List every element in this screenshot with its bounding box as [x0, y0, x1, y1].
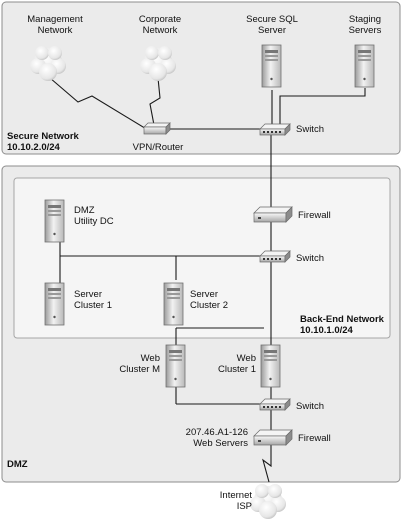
- management-network-label: Management: [27, 14, 83, 25]
- dmz-utility-dc-label: DMZ: [74, 205, 95, 216]
- server-tower-icon: [44, 282, 65, 326]
- server-tower-icon: [163, 282, 184, 326]
- link-corporate-vpn: [149, 77, 161, 126]
- secure-sql-server-label: Secure SQL: [246, 14, 298, 25]
- link-management-vpn: [49, 77, 149, 131]
- management-network-label: Network: [38, 25, 73, 36]
- web-cluster-m-label: Web: [141, 353, 160, 364]
- server-tower-icon: [165, 344, 186, 388]
- firewall-icon: [253, 206, 293, 223]
- secure-network-subnet: 10.10.2.0/24: [7, 142, 61, 153]
- cloud-icon: [250, 484, 286, 519]
- link-staging-switch: [279, 88, 366, 125]
- labels: Management Network Corporate Network Sec…: [7, 14, 385, 512]
- internet-isp-label: ISP: [237, 501, 252, 512]
- dmz-utility-dc-label: Utility DC: [74, 216, 114, 227]
- web-cluster-m-label: Cluster M: [119, 364, 160, 375]
- router-icon: [143, 122, 171, 135]
- server-cluster-2-label: Cluster 2: [190, 300, 228, 311]
- firewall-icon: [253, 429, 293, 446]
- switch-icon: [259, 398, 291, 411]
- secure-network-name: Secure Network: [7, 131, 80, 142]
- web-servers-label: 207.46.A1-126: [186, 427, 248, 438]
- server-tower-icon: [260, 344, 281, 388]
- dmz-name: DMZ: [7, 459, 28, 470]
- staging-servers-label: Staging: [349, 14, 381, 25]
- vpn-router-label: VPN/Router: [133, 142, 184, 153]
- firewall-outer-label: Firewall: [298, 433, 331, 444]
- back-end-network-name: Back-End Network: [300, 314, 385, 325]
- switch-web-label: Switch: [296, 401, 324, 412]
- web-cluster-1-label: Cluster 1: [218, 364, 256, 375]
- connection-lines: [49, 77, 366, 483]
- server-tower-icon: [261, 44, 282, 88]
- staging-servers-label: Servers: [349, 25, 382, 36]
- server-cluster-2-label: Server: [190, 289, 218, 300]
- secure-network-zone: [1, 1, 401, 155]
- corporate-network-label: Corporate: [139, 14, 181, 25]
- web-cluster-1-label: Web: [237, 353, 256, 364]
- back-end-network-subnet: 10.10.1.0/24: [300, 325, 354, 336]
- switch-secure-label: Switch: [296, 124, 324, 135]
- server-cluster-1-label: Server: [74, 289, 102, 300]
- server-cluster-1-label: Cluster 1: [74, 300, 112, 311]
- switch-icon: [259, 250, 291, 263]
- server-tower-icon: [354, 44, 375, 88]
- internet-isp-label: Internet: [220, 490, 253, 501]
- web-servers-label: Web Servers: [193, 438, 248, 449]
- link-firewall-internet: [262, 445, 272, 483]
- firewall-inner-label: Firewall: [298, 210, 331, 221]
- corporate-network-label: Network: [143, 25, 178, 36]
- secure-sql-server-label: Server: [258, 25, 286, 36]
- server-tower-icon: [44, 199, 65, 243]
- switch-backend-label: Switch: [296, 253, 324, 264]
- switch-icon: [259, 123, 291, 136]
- back-end-network-zone: [13, 177, 391, 339]
